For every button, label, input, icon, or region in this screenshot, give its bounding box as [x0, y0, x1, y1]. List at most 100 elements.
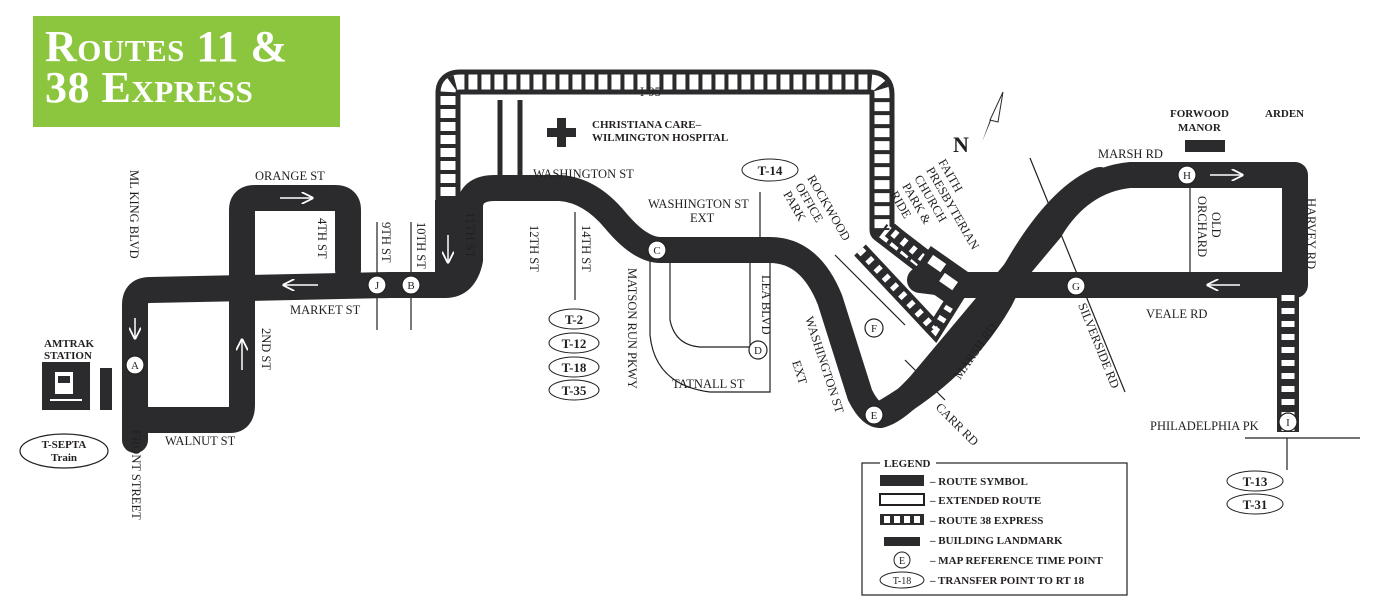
time-point-d: D — [748, 340, 768, 360]
north-arrow-icon — [982, 91, 1004, 142]
time-point-f: F — [864, 318, 884, 338]
legend-item-5: – TRANSFER POINT TO RT 18 — [929, 575, 1085, 587]
transfer-t14: T-14 — [741, 158, 799, 182]
legend-transfer: T-18 — [879, 571, 925, 589]
forwood-manor-building — [1185, 140, 1225, 152]
legend-item-2: – ROUTE 38 EXPRESS — [929, 515, 1043, 527]
hospital-icon — [547, 118, 576, 147]
legend-item-0: – ROUTE SYMBOL — [929, 476, 1028, 488]
label-walnut-st: WALNUT ST — [165, 434, 236, 448]
svg-text:H: H — [1183, 170, 1191, 182]
svg-text:F: F — [871, 323, 877, 335]
legend-extended-route — [879, 493, 925, 506]
svg-text:C: C — [653, 245, 660, 257]
label-hospital-2: WILMINGTON HOSPITAL — [592, 132, 728, 144]
transfer-t18: T-18 — [548, 356, 600, 378]
label-4th-st: 4TH ST — [315, 218, 329, 259]
label-10th-st: 10TH ST — [414, 222, 428, 269]
transfer-t31: T-31 — [1226, 493, 1284, 515]
time-points: A B C D E F G H I J — [125, 165, 1298, 432]
label-philadelphia-pk: PHILADELPHIA PK — [1150, 419, 1259, 433]
label-arden: ARDEN — [1265, 108, 1304, 120]
label-2nd-st: 2ND ST — [259, 328, 273, 370]
label-amtrak-2: STATION — [44, 350, 92, 362]
time-point-e: E — [864, 405, 884, 425]
time-point-a: A — [125, 355, 145, 375]
svg-text:B: B — [407, 280, 414, 292]
legend-item-4: – MAP REFERENCE TIME POINT — [929, 555, 1103, 567]
svg-text:A: A — [131, 360, 139, 372]
label-11th-st: 11TH ST — [463, 212, 477, 259]
amtrak-icon — [42, 362, 90, 410]
label-washington-st-ext-1: WASHINGTON ST — [648, 197, 749, 211]
svg-text:T-2: T-2 — [565, 312, 583, 327]
svg-text:T-18: T-18 — [893, 576, 912, 587]
label-ml-king: ML KING BLVD — [127, 170, 141, 259]
downtown-loop — [122, 185, 361, 433]
label-washington-diag-2: EXT — [789, 359, 810, 387]
transfer-t2: T-2 — [548, 308, 600, 330]
transfer-septa: T-SEPTA Train — [19, 433, 109, 469]
svg-text:D: D — [754, 345, 762, 357]
park-and-ride-lot — [854, 223, 976, 344]
label-veale-rd: VEALE RD — [1146, 307, 1207, 321]
svg-text:T-SEPTA: T-SEPTA — [42, 439, 87, 451]
transfer-t12: T-12 — [548, 332, 600, 354]
legend-item-1: – EXTENDED ROUTE — [929, 495, 1041, 507]
label-old-orchard-2: ORCHARD — [1195, 196, 1209, 257]
label-i95: I-95 — [640, 85, 661, 99]
label-tatnall-st: TATNALL ST — [672, 377, 745, 391]
svg-text:T-14: T-14 — [758, 163, 783, 178]
title-line-2: 38 Express — [45, 63, 254, 112]
label-market-st: MARKET ST — [290, 303, 361, 317]
svg-text:T-35: T-35 — [562, 383, 587, 398]
svg-text:E: E — [871, 410, 878, 422]
time-point-g: G — [1066, 276, 1086, 296]
direction-arrows — [135, 128, 1242, 370]
time-point-i: I — [1278, 412, 1298, 432]
label-washington-st-ext-2: EXT — [690, 211, 715, 225]
svg-text:I: I — [1286, 417, 1290, 429]
label-orange-st: ORANGE ST — [255, 169, 325, 183]
label-old-orchard-1: OLD — [1209, 212, 1223, 238]
label-front-street: FRONT STREET — [129, 430, 143, 520]
svg-text:G: G — [1072, 281, 1080, 293]
time-point-h: H — [1177, 165, 1197, 185]
label-9th-st: 9TH ST — [379, 222, 393, 263]
label-north: N — [953, 132, 969, 157]
svg-text:J: J — [375, 280, 380, 292]
svg-text:T-31: T-31 — [1243, 497, 1268, 512]
title-line-1: Routes 11 & — [45, 22, 288, 71]
time-point-j: J — [367, 275, 387, 295]
legend-route-symbol — [880, 475, 924, 486]
svg-text:E: E — [899, 556, 905, 567]
label-silverside-rd: SILVERSIDE RD — [1075, 301, 1122, 391]
amtrak-building — [100, 368, 112, 410]
label-12th-st: 12TH ST — [527, 225, 541, 272]
label-washington-st: WASHINGTON ST — [533, 167, 634, 181]
label-lea-blvd: LEA BLVD — [759, 275, 773, 335]
legend-building — [884, 537, 920, 546]
label-carr-rd: CARR RD — [933, 400, 981, 448]
label-harvey-rd: HARVEY RD — [1304, 198, 1318, 269]
map-title: Routes 11 & 38 Express — [33, 16, 340, 127]
label-amtrak-1: AMTRAK — [44, 338, 95, 350]
legend-item-3: – BUILDING LANDMARK — [929, 535, 1063, 547]
label-14th-st: 14TH ST — [579, 225, 593, 272]
transfer-points: T-SEPTA Train T-2 T-12 T-18 T-35 T-14 T-… — [19, 158, 1284, 515]
time-point-c: C — [647, 240, 667, 260]
label-matson-run: MATSON RUN PKWY — [625, 268, 639, 389]
legend-route-38 — [880, 514, 924, 525]
svg-text:T-12: T-12 — [562, 336, 587, 351]
legend-time-point: E — [893, 551, 911, 569]
legend: LEGEND E T-18 – ROUTE SYMBOL – EXTENDED … — [861, 457, 1128, 596]
label-forwood-1: FORWOOD — [1170, 108, 1229, 120]
transfer-t35: T-35 — [548, 379, 600, 401]
label-marsh-rd: MARSH RD — [1098, 147, 1163, 161]
svg-text:T-13: T-13 — [1243, 474, 1268, 489]
transfer-t13: T-13 — [1226, 470, 1284, 492]
legend-title: LEGEND — [884, 458, 931, 470]
label-hospital-1: CHRISTIANA CARE– — [592, 119, 702, 131]
svg-text:Train: Train — [51, 452, 77, 464]
label-forwood-2: MANOR — [1178, 122, 1222, 134]
